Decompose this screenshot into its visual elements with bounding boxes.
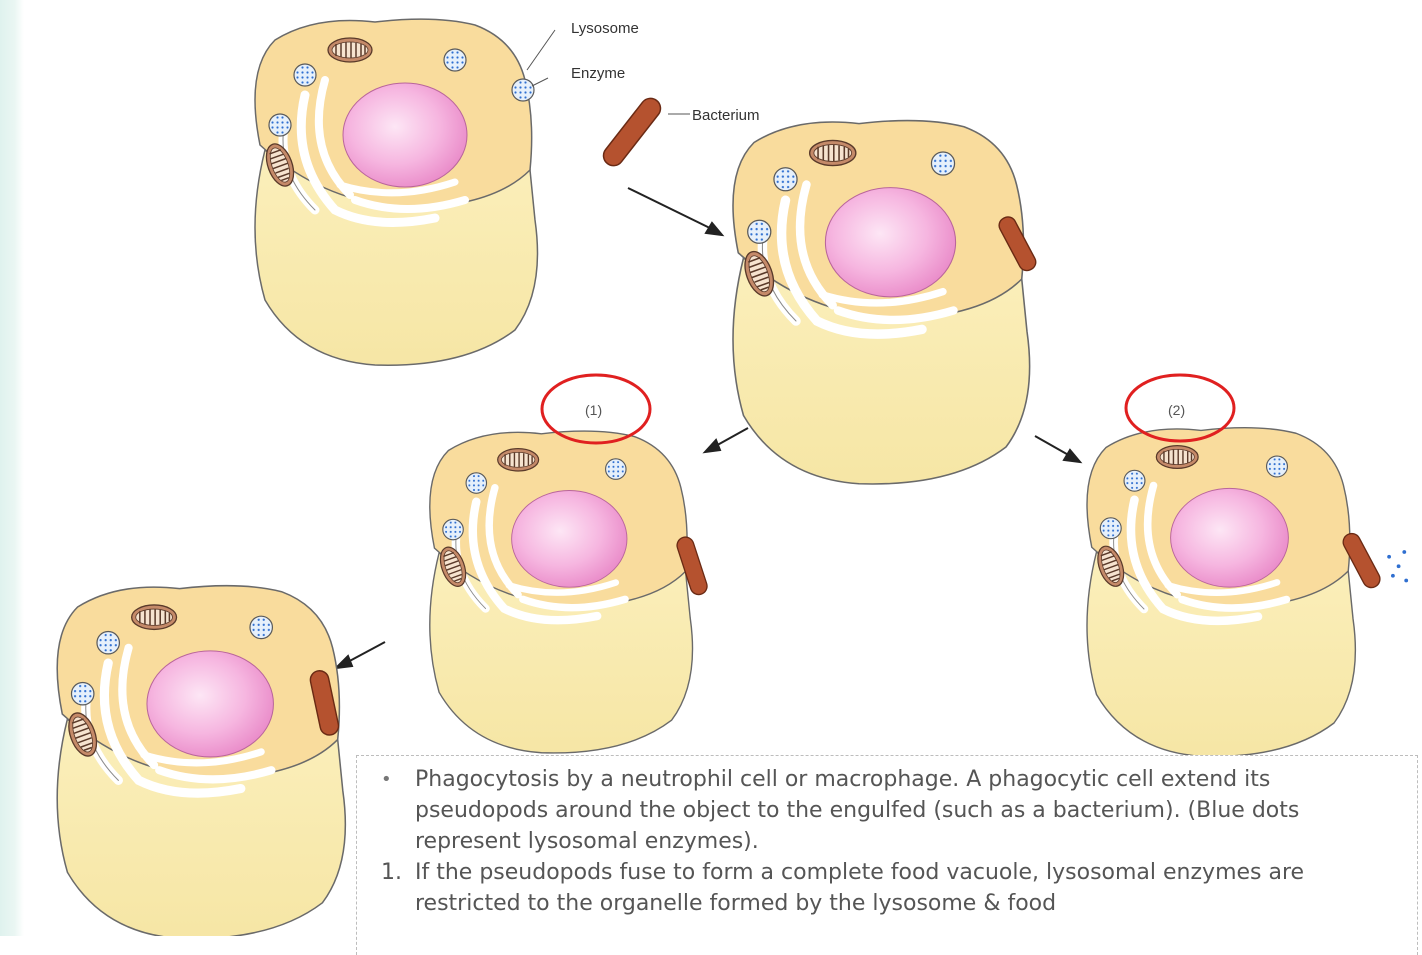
cell-stage-2 bbox=[1087, 428, 1408, 757]
label-lysosome: Lysosome bbox=[527, 20, 639, 70]
lysosome-label: Lysosome bbox=[571, 20, 639, 37]
caption-box: • Phagocytosis by a neutrophil cell or m… bbox=[356, 755, 1418, 955]
label-enzyme: Enzyme bbox=[532, 65, 625, 86]
enzyme-label: Enzyme bbox=[571, 65, 625, 82]
stage-2-label: (2) bbox=[1168, 402, 1185, 418]
caption-item-1: 1. If the pseudopods fuse to form a comp… bbox=[377, 857, 1405, 919]
bullet-text: Phagocytosis by a neutrophil cell or mac… bbox=[415, 764, 1405, 857]
bacterium-free bbox=[599, 94, 690, 169]
stage-1-label: (1) bbox=[585, 402, 602, 418]
cell-stage-start bbox=[255, 19, 538, 365]
item-marker: 1. bbox=[377, 857, 415, 919]
cell-stage-engulfing bbox=[733, 121, 1039, 484]
bullet-marker: • bbox=[377, 764, 415, 857]
cell-stage-1 bbox=[430, 431, 709, 753]
cell-stage-digesting bbox=[57, 586, 345, 936]
bacterium-label: Bacterium bbox=[692, 107, 760, 124]
caption-bullet: • Phagocytosis by a neutrophil cell or m… bbox=[377, 764, 1405, 857]
item-text: If the pseudopods fuse to form a complet… bbox=[415, 857, 1405, 919]
